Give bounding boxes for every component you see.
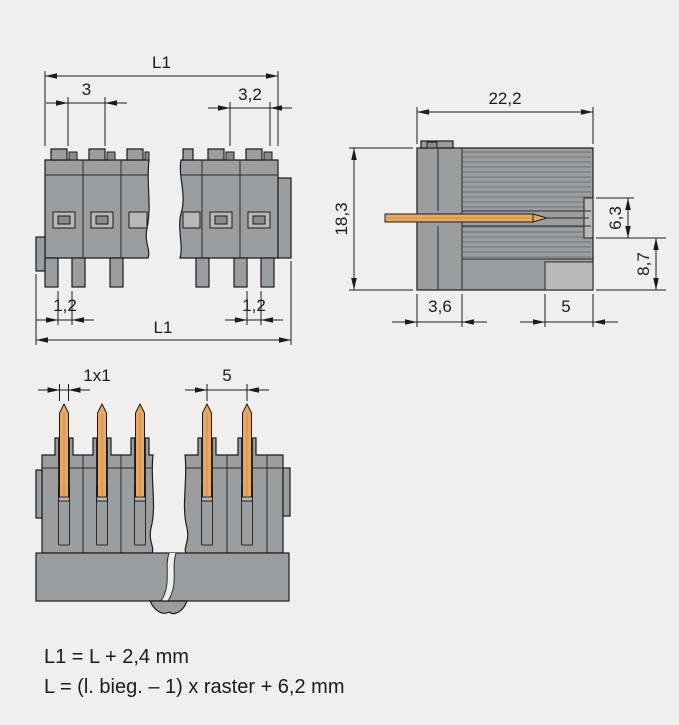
pin-view: 1x1 5 — [35, 366, 291, 615]
dimension-8-7: 8,7 — [596, 238, 666, 291]
front-right-tab — [277, 177, 292, 259]
dim-label-1-2-left: 1,2 — [53, 296, 77, 315]
dimension-3-2: 3,2 — [208, 85, 292, 146]
dimension-1-2-left: 1,2 — [36, 291, 94, 325]
dimension-1x1: 1x1 — [38, 366, 111, 401]
front-view: L1 3 3,2 1,2 — [35, 53, 292, 345]
torn-flap — [149, 600, 188, 615]
dim-label-5-pitch: 5 — [222, 366, 231, 385]
formula-l1: L1 = L + 2,4 mm — [44, 646, 189, 668]
dim-label-l1-bottom: L1 — [154, 318, 173, 337]
dimension-3: 3 — [46, 80, 127, 146]
dim-label-22-2: 22,2 — [488, 89, 521, 108]
dim-label-18-3: 18,3 — [332, 202, 351, 235]
dim-label-5-side: 5 — [561, 297, 570, 316]
pinview-body-left-section — [35, 402, 155, 554]
dimension-18-3: 18,3 — [332, 147, 413, 291]
dim-label-8-7: 8,7 — [634, 252, 653, 276]
dim-label-l1-top: L1 — [152, 53, 171, 72]
dim-label-3-6: 3,6 — [428, 297, 452, 316]
front-body-left-section — [35, 148, 150, 288]
dimension-5-side: 5 — [520, 294, 618, 327]
dimension-3-6: 3,6 — [392, 294, 487, 327]
dim-label-1-2-right: 1,2 — [242, 296, 266, 315]
dimension-l1-top: L1 — [44, 53, 279, 146]
side-solder-pin — [384, 213, 589, 223]
dimension-5-pitch: 5 — [185, 366, 269, 401]
pinview-body-right-section — [183, 402, 291, 554]
dimension-22-2: 22,2 — [416, 89, 594, 144]
side-bottom-step — [544, 261, 594, 291]
pinview-left-tab — [35, 469, 43, 519]
dim-label-3-2: 3,2 — [238, 85, 262, 104]
dimension-l1-bottom: L1 — [35, 261, 292, 345]
dim-label-3: 3 — [82, 80, 91, 99]
pinview-right-tab — [282, 467, 291, 517]
dim-label-6-3: 6,3 — [606, 206, 625, 230]
pinview-bottom-strip — [35, 552, 290, 615]
formula-l: L = (l. bieg. – 1) x raster + 6,2 mm — [44, 676, 345, 698]
dimension-1-2-right: 1,2 — [225, 291, 283, 325]
front-left-tab — [35, 236, 46, 272]
dimension-6-3: 6,3 — [596, 197, 666, 239]
side-view: 22,2 18,3 6,3 8,7 — [332, 89, 666, 327]
dim-label-1x1: 1x1 — [83, 366, 110, 385]
front-body-right-section — [179, 148, 292, 288]
formula-block: L1 = L + 2,4 mm L = (l. bieg. – 1) x ras… — [44, 646, 345, 698]
